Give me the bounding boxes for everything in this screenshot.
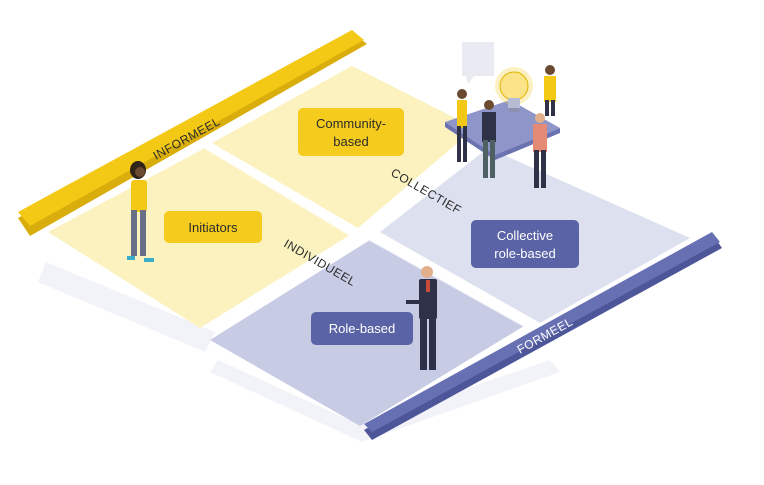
initiators-badge: Initiators [164,211,262,243]
role-based-badge: Role-based [311,312,413,345]
role-based-line1: Role-based [329,321,396,336]
person-left-figure [457,89,467,162]
person-middle-figure [482,100,496,178]
initiator-person-figure [127,161,154,262]
collaboration-group-illustration [445,42,560,188]
formal-axis-label: FORMEEL [515,315,576,357]
community-based-badge: Community- based [298,108,404,156]
initiators-line1: Initiators [188,220,238,235]
collective-line1: Collective [497,228,553,243]
person-right-figure [544,65,556,116]
community-based-line1: Community- [316,116,386,131]
informal-bar [18,30,367,236]
collective-line2: role-based [494,246,555,261]
speech-bubble-icon [462,42,494,76]
tile-edges [204,147,525,327]
role-based-person-figure [406,266,437,370]
person-front-figure [533,113,547,188]
light-bulb-icon [495,67,533,112]
meeting-table [445,100,560,155]
community-based-line2: based [333,134,368,149]
collective-role-based-badge: Collective role-based [471,220,579,268]
formal-bar [364,232,722,440]
